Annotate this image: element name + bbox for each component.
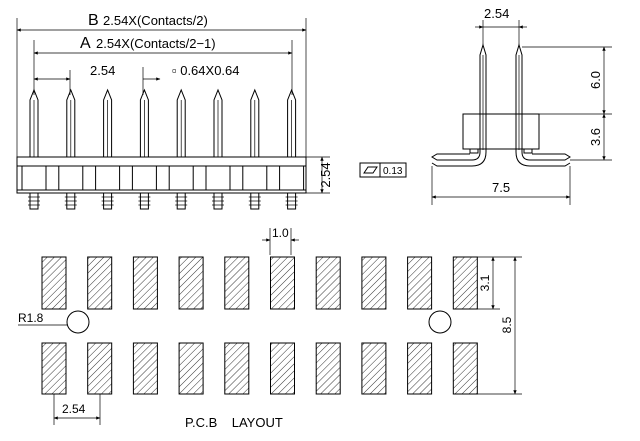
side-pitch-label: 2.54	[484, 6, 509, 21]
pcb-pad	[452, 256, 478, 310]
pcb-layout: R1.8 1.0 3.1 8.5 2.54 P.C.B LAYOUT	[18, 226, 522, 430]
pcb-pad	[41, 342, 67, 395]
pcb-pad	[87, 342, 113, 395]
pcb-pad	[132, 342, 158, 395]
flatness-value: 0.13	[383, 166, 403, 177]
front-pin	[58, 88, 84, 210]
pcb-pad	[224, 256, 250, 310]
front-height-label: 2.54	[318, 162, 333, 187]
dim-a-letter: A	[80, 35, 91, 52]
pin-size-label: ▫ 0.64X0.64	[172, 63, 240, 78]
mounting-hole-left	[66, 310, 90, 334]
front-pin	[205, 88, 231, 210]
dim-b-formula: 2.54X(Contacts/2)	[103, 13, 208, 28]
pcb-pad	[41, 256, 67, 310]
front-pin	[279, 88, 305, 210]
front-pins	[21, 88, 305, 210]
front-pin	[242, 88, 268, 210]
pcb-pad	[87, 256, 113, 310]
pcb-pad	[270, 342, 295, 395]
front-pin	[95, 88, 121, 210]
pcb-caption: P.C.B LAYOUT	[185, 415, 283, 430]
pcb-pad	[132, 256, 158, 310]
pcb-pads	[41, 256, 478, 395]
dim-a-formula: 2.54X(Contacts/2−1)	[96, 36, 216, 51]
front-pin	[21, 88, 47, 210]
row-span-label: 8.5	[500, 316, 514, 333]
pcb-pad	[178, 342, 204, 395]
pcb-pad	[270, 256, 295, 310]
housing-body	[16, 156, 307, 194]
pcb-pitch-label: 2.54	[62, 402, 86, 416]
front-view: B 2.54X(Contacts/2) A 2.54X(Contacts/2−1…	[16, 12, 333, 210]
hole-radius-label: R1.8	[18, 311, 44, 325]
pcb-pad	[452, 342, 478, 395]
pin-height-label: 6.0	[588, 71, 603, 89]
pcb-pad	[407, 342, 433, 395]
pcb-pad	[361, 342, 387, 395]
pcb-pad	[361, 256, 387, 310]
pcb-pad	[315, 256, 341, 310]
dim-b-letter: B	[88, 12, 99, 29]
front-pin	[131, 88, 157, 210]
front-pin	[168, 88, 194, 210]
pcb-pad	[407, 256, 433, 310]
flatness-symbol	[359, 162, 381, 178]
pcb-pad	[224, 342, 250, 395]
pcb-pad	[178, 256, 204, 310]
front-pitch-label: 2.54	[90, 63, 115, 78]
pcb-pad	[315, 342, 341, 395]
pad-width-label: 1.0	[272, 226, 289, 240]
body-height-label: 3.6	[588, 128, 603, 146]
pad-length-label: 3.1	[478, 274, 492, 291]
mounting-hole-right	[428, 310, 452, 334]
depth-label: 7.5	[492, 180, 510, 195]
side-view: 2.54 6.0 3.6 7.5 0.13	[359, 6, 612, 205]
